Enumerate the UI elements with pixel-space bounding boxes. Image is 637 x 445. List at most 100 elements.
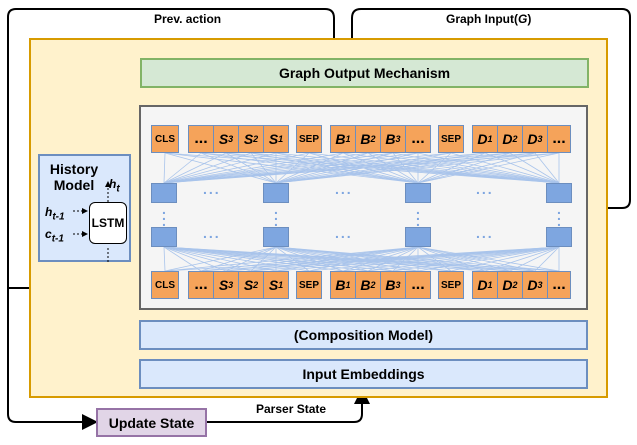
attention-edge xyxy=(417,246,560,272)
hidden-node-0-3 xyxy=(546,183,572,203)
layer-ellipsis-0-1: ... xyxy=(335,181,353,197)
token-bottom-0: CLS xyxy=(151,271,179,299)
attention-edge xyxy=(163,152,227,184)
token-top-10: SEP xyxy=(438,125,464,153)
attention-edge xyxy=(163,246,419,272)
attention-edge xyxy=(275,246,560,272)
attention-edge xyxy=(163,152,394,184)
attention-edge xyxy=(163,152,369,184)
prev-action-line xyxy=(7,8,335,430)
hidden-node-1-2 xyxy=(405,227,431,247)
attention-edge xyxy=(163,152,202,184)
history-arrows xyxy=(73,181,111,262)
token-top-0: CLS xyxy=(151,125,179,153)
attention-edge xyxy=(163,152,310,184)
input-embeddings: Input Embeddings xyxy=(139,359,588,389)
graph-output-mechanism: Graph Output Mechanism xyxy=(140,58,589,88)
attention-edge xyxy=(163,152,277,184)
attention-edge xyxy=(163,152,166,184)
composition-model: (Composition Model) xyxy=(139,320,588,350)
ht-1-label: ht-1 xyxy=(45,205,65,223)
token-top-1: ... xyxy=(188,125,214,153)
hidden-node-1-1 xyxy=(263,227,289,247)
ht-label: ht xyxy=(109,177,120,195)
layer-ellipsis-1-0: ... xyxy=(203,225,221,241)
attention-edge xyxy=(163,246,344,272)
attention-edge xyxy=(163,246,369,272)
attention-edge xyxy=(163,152,560,184)
token-bottom-14: ... xyxy=(547,271,571,299)
hidden-node-1-3 xyxy=(546,227,572,247)
layer-ellipsis-1-1: ... xyxy=(335,225,353,241)
vertical-ellipsis-3: ... xyxy=(557,201,561,229)
update-state: Update State xyxy=(96,408,207,437)
token-top-9: ... xyxy=(405,125,431,153)
attention-edge xyxy=(163,152,344,184)
attention-edge xyxy=(534,152,560,184)
attention-edge xyxy=(163,246,277,272)
hidden-node-1-0 xyxy=(151,227,177,247)
attention-edge xyxy=(417,152,452,184)
attention-connections xyxy=(163,152,560,272)
attention-edge xyxy=(534,246,560,272)
token-bottom-9: ... xyxy=(405,271,431,299)
hidden-node-0-0 xyxy=(151,183,177,203)
vertical-ellipsis-2: ... xyxy=(416,201,420,229)
attention-edge xyxy=(225,152,277,184)
hidden-node-0-1 xyxy=(263,183,289,203)
layer-ellipsis-1-2: ... xyxy=(476,225,494,241)
token-bottom-10: SEP xyxy=(438,271,464,299)
layer-ellipsis-0-2: ... xyxy=(476,181,494,197)
hidden-node-0-2 xyxy=(405,183,431,203)
attention-edge xyxy=(417,152,560,184)
parser-state-line xyxy=(207,388,370,423)
ct-1-label: ct-1 xyxy=(45,227,64,245)
attention-edge xyxy=(163,246,202,272)
token-bottom-1: ... xyxy=(188,271,214,299)
token-top-14: ... xyxy=(547,125,571,153)
attention-edge xyxy=(509,152,560,184)
attention-edge xyxy=(417,246,452,272)
attention-edge xyxy=(163,246,560,272)
attention-edge xyxy=(163,152,452,184)
parser-state-label: Parser State xyxy=(256,402,327,416)
lstm-cell: LSTM xyxy=(89,202,127,244)
vertical-ellipsis-0: ... xyxy=(162,201,166,229)
attention-edge xyxy=(163,246,166,272)
layer-ellipsis-0-0: ... xyxy=(203,181,221,197)
attention-edge xyxy=(163,152,252,184)
graph-input-label: Graph Input(G) xyxy=(446,12,532,26)
attention-edge xyxy=(163,246,310,272)
graph-input-line xyxy=(351,8,631,216)
attention-edge xyxy=(200,152,277,184)
prev-action-label: Prev. action xyxy=(154,12,222,26)
vertical-ellipsis-1: ... xyxy=(274,201,278,229)
attention-edge xyxy=(163,246,252,272)
attention-edge xyxy=(509,246,560,272)
token-top-5: SEP xyxy=(296,125,322,153)
token-bottom-5: SEP xyxy=(296,271,322,299)
attention-edge xyxy=(275,152,560,184)
attention-edge xyxy=(163,152,419,184)
attention-edge xyxy=(163,246,452,272)
